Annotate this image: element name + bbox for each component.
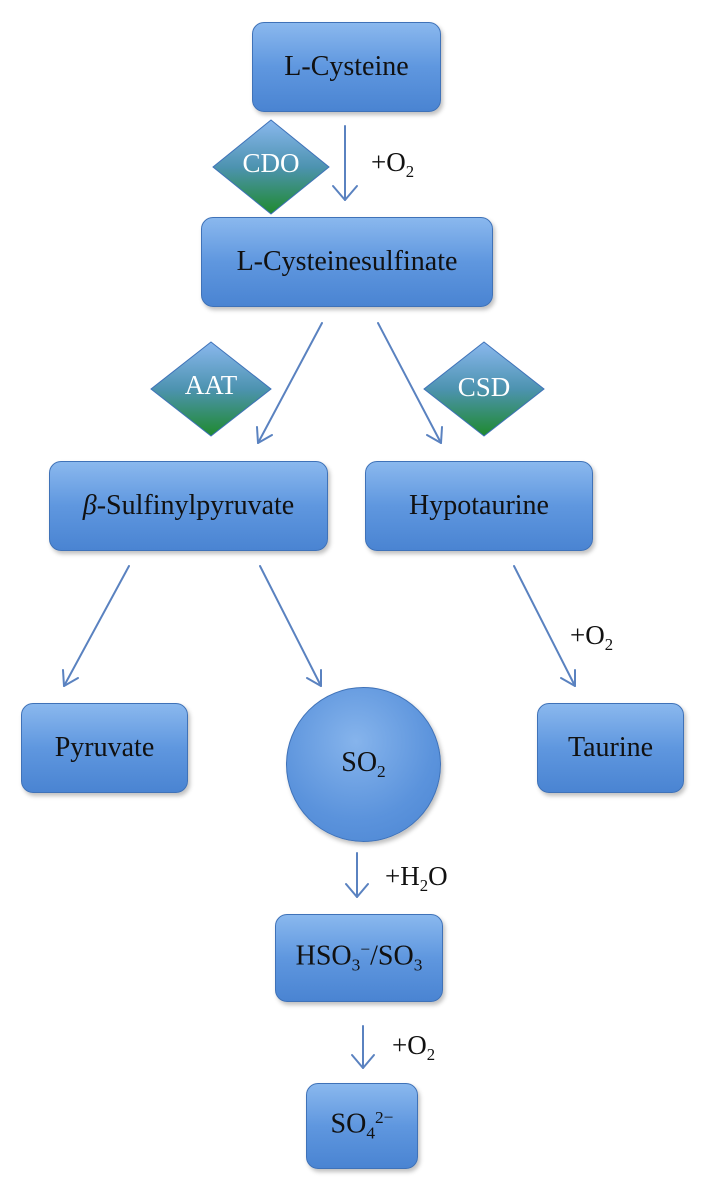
arrow-cysteine-to-cysteinesulfinate: [332, 125, 358, 201]
sulfite-subscript: 3: [413, 955, 423, 975]
condition-plus-o2-taurine: +O2: [570, 620, 613, 655]
o2-subscript: 2: [604, 634, 614, 654]
node-hypotaurine-label: Hypotaurine: [409, 490, 549, 521]
node-l-cysteinesulfinate: L-Cysteinesulfinate: [201, 217, 493, 307]
o2-prefix: +O: [570, 620, 605, 650]
node-sulfate: SO42−: [306, 1083, 418, 1169]
node-bisulfite-sulfite-label: HSO3−/SO3: [296, 940, 423, 976]
bisulfite-charge: −: [360, 940, 371, 960]
sulfinylpyruvate-text: -Sulfinylpyruvate: [96, 490, 295, 521]
cdo-enzyme: CDO: [213, 120, 329, 214]
node-taurine: Taurine: [537, 703, 684, 793]
node-bisulfite-sulfite: HSO3−/SO3: [275, 914, 443, 1002]
o2-subscript: 2: [405, 161, 415, 181]
aat-enzyme: AAT: [151, 342, 271, 436]
node-hypotaurine: Hypotaurine: [365, 461, 593, 551]
h2o-prefix: +H: [385, 861, 420, 891]
o2-prefix: +O: [392, 1030, 427, 1060]
sulfate-charge: 2−: [375, 1108, 394, 1128]
csd-label: CSD: [457, 372, 511, 402]
node-l-cysteine: L-Cysteine: [252, 22, 441, 112]
node-l-cysteinesulfinate-label: L-Cysteinesulfinate: [236, 246, 458, 277]
node-so2: SO2: [286, 687, 441, 842]
o2-subscript: 2: [426, 1044, 436, 1064]
node-beta-sulfinylpyruvate-label: β-Sulfinylpyruvate: [83, 490, 294, 522]
node-sulfate-label: SO42−: [331, 1108, 394, 1144]
arrow-bisulfite-to-sulfate: [351, 1025, 375, 1069]
arrow-sulfinylpyruvate-to-so2: [259, 565, 322, 687]
arrow-hypotaurine-to-taurine: [513, 565, 576, 687]
o2-prefix: +O: [371, 147, 406, 177]
so2-base: SO: [341, 746, 378, 778]
arrow-so2-to-bisulfite: [345, 852, 369, 898]
sulfate-base: SO: [330, 1108, 367, 1140]
node-pyruvate: Pyruvate: [21, 703, 188, 793]
condition-plus-h2o: +H2O: [385, 861, 448, 896]
arrow-sulfinylpyruvate-to-pyruvate: [62, 565, 130, 687]
sulfite-base: /SO: [370, 940, 414, 972]
node-so2-label: SO2: [341, 747, 385, 782]
node-taurine-label: Taurine: [567, 732, 654, 763]
arrow-cysteinesulfinate-to-hypotaurine: [377, 322, 443, 444]
beta-symbol: β: [82, 490, 97, 521]
bisulfite-subscript: 3: [351, 955, 361, 975]
condition-plus-o2-sulfate: +O2: [392, 1030, 435, 1065]
aat-label: AAT: [184, 370, 238, 400]
cdo-diamond: [212, 119, 330, 215]
arrow-cysteinesulfinate-to-sulfinylpyruvate: [256, 322, 323, 444]
node-beta-sulfinylpyruvate: β-Sulfinylpyruvate: [49, 461, 328, 551]
node-l-cysteine-label: L-Cysteine: [284, 51, 409, 82]
bisulfite-base: HSO: [295, 940, 352, 972]
so2-subscript: 2: [377, 762, 386, 782]
cdo-label: CDO: [242, 148, 300, 178]
h2o-subscript: 2: [419, 875, 429, 895]
csd-diamond: [423, 341, 545, 437]
aat-diamond: [150, 341, 272, 437]
node-pyruvate-label: Pyruvate: [54, 732, 155, 763]
sulfate-subscript: 4: [366, 1123, 375, 1143]
h2o-suffix: O: [428, 861, 448, 891]
csd-enzyme: CSD: [424, 342, 544, 436]
condition-plus-o2-cdo: +O2: [371, 147, 414, 182]
